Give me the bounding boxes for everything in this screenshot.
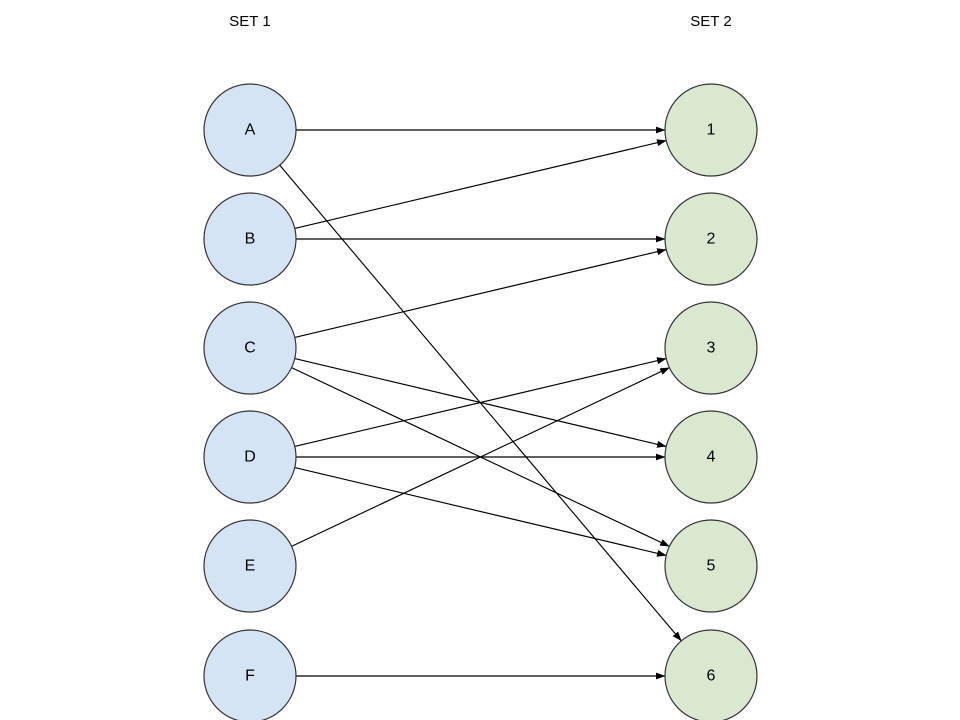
node-label-1: 1: [707, 122, 716, 139]
node-circle-B[interactable]: [203, 192, 297, 286]
node-label-5: 5: [707, 558, 716, 575]
node-A[interactable]: A: [203, 83, 297, 177]
node-5[interactable]: 5: [664, 519, 758, 613]
set-1-header: SET 1: [229, 13, 270, 30]
node-label-D: D: [244, 449, 256, 466]
node-circle-1[interactable]: [664, 83, 758, 177]
node-circle-6[interactable]: [664, 629, 758, 720]
node-1[interactable]: 1: [664, 83, 758, 177]
edge-D-to-5: [294, 467, 667, 557]
node-label-E: E: [245, 558, 256, 575]
node-2[interactable]: 2: [664, 192, 758, 286]
node-circle-E[interactable]: [203, 519, 297, 613]
node-label-4: 4: [707, 449, 716, 466]
edge-E-to-3: [291, 367, 670, 547]
node-label-F: F: [245, 668, 255, 685]
node-label-6: 6: [707, 668, 716, 685]
edge-B-to-1: [294, 139, 667, 229]
node-B[interactable]: B: [203, 192, 297, 286]
node-circle-4[interactable]: [664, 410, 758, 504]
node-circle-A[interactable]: [203, 83, 297, 177]
node-circle-2[interactable]: [664, 192, 758, 286]
node-label-C: C: [244, 340, 256, 357]
node-label-2: 2: [707, 231, 716, 248]
node-circle-F[interactable]: [203, 629, 297, 720]
set-2-header: SET 2: [690, 13, 731, 30]
node-circle-C[interactable]: [203, 301, 297, 395]
node-6[interactable]: 6: [664, 629, 758, 720]
node-F[interactable]: F: [203, 629, 297, 720]
node-label-A: A: [245, 122, 256, 139]
edge-D-to-3: [294, 357, 667, 447]
node-circle-3[interactable]: [664, 301, 758, 395]
node-label-B: B: [245, 231, 256, 248]
node-4[interactable]: 4: [664, 410, 758, 504]
node-label-3: 3: [707, 340, 716, 357]
node-D[interactable]: D: [203, 410, 297, 504]
node-circle-5[interactable]: [664, 519, 758, 613]
node-circle-D[interactable]: [203, 410, 297, 504]
node-C[interactable]: C: [203, 301, 297, 395]
column-headers: SET 1 SET 2: [229, 13, 731, 30]
edge-C-to-2: [294, 248, 667, 338]
nodes-layer: A B C D E F 1 2 3 4 5 6: [203, 83, 758, 720]
edges-layer: [279, 126, 682, 680]
node-3[interactable]: 3: [664, 301, 758, 395]
node-E[interactable]: E: [203, 519, 297, 613]
